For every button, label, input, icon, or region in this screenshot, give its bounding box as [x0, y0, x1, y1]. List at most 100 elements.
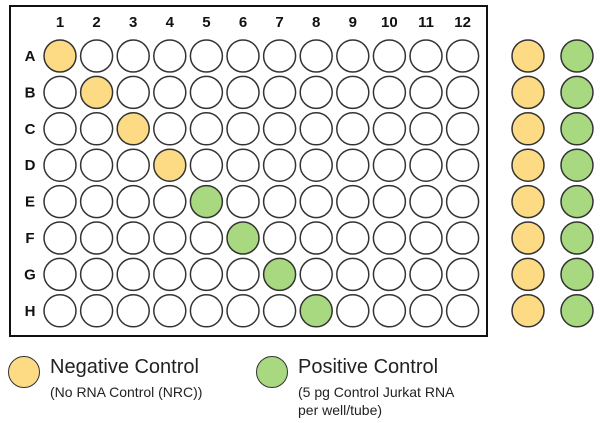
tube-negative-control [511, 221, 545, 255]
well [262, 39, 297, 73]
column-label: 7 [275, 14, 283, 31]
well [336, 257, 370, 292]
well [189, 39, 224, 73]
tube-negative-control [511, 75, 545, 110]
tube-negative-control [511, 112, 545, 146]
well [409, 257, 443, 292]
well [226, 39, 260, 73]
well [299, 39, 333, 73]
well-negative-control [116, 112, 150, 146]
well [153, 294, 187, 328]
well [116, 75, 150, 110]
row-label: D [25, 157, 36, 174]
tube-negative-control [511, 148, 545, 182]
well [79, 148, 114, 182]
row-label: B [25, 84, 36, 101]
well [262, 112, 297, 146]
well [336, 39, 370, 73]
well [116, 184, 150, 219]
well [336, 148, 370, 182]
well [336, 184, 370, 219]
well [226, 294, 260, 328]
tube-negative-control [511, 257, 545, 292]
column-label: 11 [418, 14, 434, 31]
well [79, 294, 114, 328]
well [409, 39, 443, 73]
well [116, 148, 150, 182]
well [409, 184, 443, 219]
well [226, 184, 260, 219]
well [336, 75, 370, 110]
column-label: 9 [349, 14, 357, 31]
tube-positive-control [560, 184, 594, 219]
well-negative-control [43, 39, 77, 73]
well [409, 221, 443, 255]
tube-positive-control [560, 148, 594, 182]
tube-positive-control [560, 257, 594, 292]
well [372, 221, 407, 255]
well [226, 148, 260, 182]
well [189, 148, 224, 182]
well [445, 257, 480, 292]
tube-positive-control [560, 221, 594, 255]
well [189, 221, 224, 255]
well [336, 294, 370, 328]
well [79, 221, 114, 255]
well [153, 184, 187, 219]
well [43, 112, 77, 146]
well [372, 294, 407, 328]
well [43, 257, 77, 292]
tube-positive-control [560, 39, 594, 73]
negative-control-swatch [8, 356, 40, 388]
row-label: G [24, 266, 36, 283]
positive-control-description-line2: per well/tube) [298, 402, 383, 418]
tube-negative-control [511, 184, 545, 219]
well [226, 75, 260, 110]
well-positive-control [262, 257, 297, 292]
column-label: 1 [56, 14, 64, 31]
well [409, 294, 443, 328]
well [445, 294, 480, 328]
well [116, 39, 150, 73]
well-positive-control [299, 294, 333, 328]
column-label: 6 [239, 14, 247, 31]
well [43, 148, 77, 182]
well [262, 75, 297, 110]
well [299, 184, 333, 219]
well [336, 221, 370, 255]
well [372, 112, 407, 146]
well [189, 294, 224, 328]
tube-negative-control [511, 39, 545, 73]
positive-control-label: Positive Control [298, 356, 439, 378]
tube-positive-control [560, 112, 594, 146]
tube-positive-control [560, 75, 594, 110]
column-label: 12 [454, 14, 471, 31]
column-label: 4 [166, 14, 175, 31]
well [262, 148, 297, 182]
well [409, 75, 443, 110]
negative-control-label: Negative Control [50, 356, 199, 378]
well [299, 75, 333, 110]
well [445, 148, 480, 182]
well [445, 184, 480, 219]
well [116, 257, 150, 292]
well [372, 148, 407, 182]
column-label: 8 [312, 14, 320, 31]
well [189, 112, 224, 146]
well [153, 257, 187, 292]
row-label: E [25, 194, 35, 211]
well [116, 221, 150, 255]
tube-positive-control [560, 294, 594, 328]
well [445, 221, 480, 255]
well [262, 294, 297, 328]
well [189, 257, 224, 292]
row-label: F [25, 230, 34, 247]
well [299, 257, 333, 292]
well [262, 184, 297, 219]
well [445, 39, 480, 73]
well [116, 294, 150, 328]
well-negative-control [79, 75, 114, 110]
well [336, 112, 370, 146]
